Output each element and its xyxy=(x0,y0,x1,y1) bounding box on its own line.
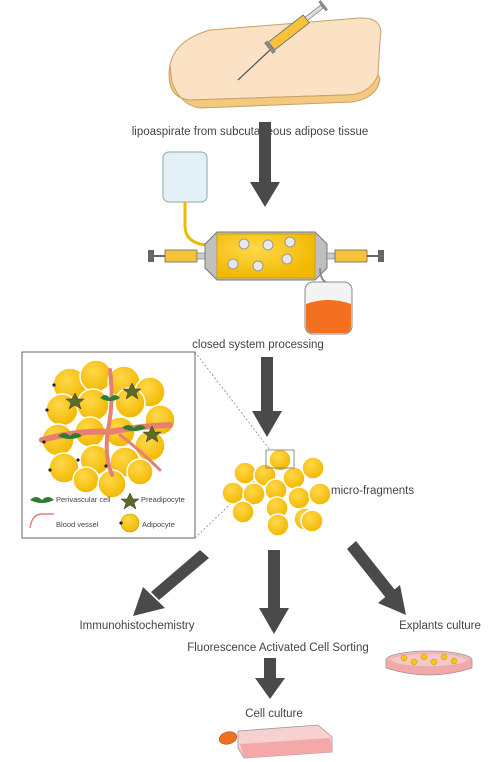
legend-preadipocyte: Preadipocyte xyxy=(141,495,185,504)
waste-bag-icon xyxy=(304,267,353,335)
label-explants: Explants culture xyxy=(399,620,481,632)
legend-adipocyte: Adipocyte xyxy=(142,520,175,529)
arrow-down-3 xyxy=(259,550,289,634)
adipocyte-nuclei xyxy=(42,383,108,472)
zoom-region-box xyxy=(265,449,295,469)
perivascular-cells xyxy=(58,395,146,439)
label-micro-fragments: micro-fragments xyxy=(331,485,414,497)
arrow-left-diagonal xyxy=(133,550,209,616)
label-closed-system: closed system processing xyxy=(192,339,324,351)
petri-dish-icon xyxy=(385,650,473,676)
arrow-down-1 xyxy=(250,122,280,207)
arrow-right-diagonal xyxy=(347,541,406,615)
saline-bag-icon xyxy=(162,151,213,248)
skin-tissue-slab xyxy=(168,17,382,109)
preadipocyte-legend-icon xyxy=(120,492,140,510)
magnified-inset: Perivascular cell Preadipocyte Blood ves… xyxy=(21,351,271,539)
blood-vessel-legend-icon xyxy=(29,513,54,529)
processing-device-icon xyxy=(148,231,384,281)
label-lipoaspirate: lipoaspirate from subcutaneous adipose t… xyxy=(132,126,369,138)
label-immunohistochemistry: Immunohistochemistry xyxy=(79,620,194,632)
legend-blood-vessel: Blood vessel xyxy=(56,520,99,529)
arrow-down-2 xyxy=(252,357,282,437)
label-cell-culture: Cell culture xyxy=(245,708,303,720)
micro-fragments-cluster xyxy=(221,448,332,537)
syringe-icon xyxy=(237,0,329,81)
legend-perivascular-cell: Perivascular cell xyxy=(56,495,111,504)
perivascular-cell-legend-icon xyxy=(30,497,54,503)
culture-flask-icon xyxy=(218,724,333,759)
adipocyte-legend-icon xyxy=(120,513,140,533)
label-facs: Fluorescence Activated Cell Sorting xyxy=(187,642,369,654)
inset-legend: Perivascular cell Preadipocyte Blood ves… xyxy=(29,492,185,533)
preadipocytes xyxy=(65,382,162,443)
arrow-down-4 xyxy=(255,658,285,699)
